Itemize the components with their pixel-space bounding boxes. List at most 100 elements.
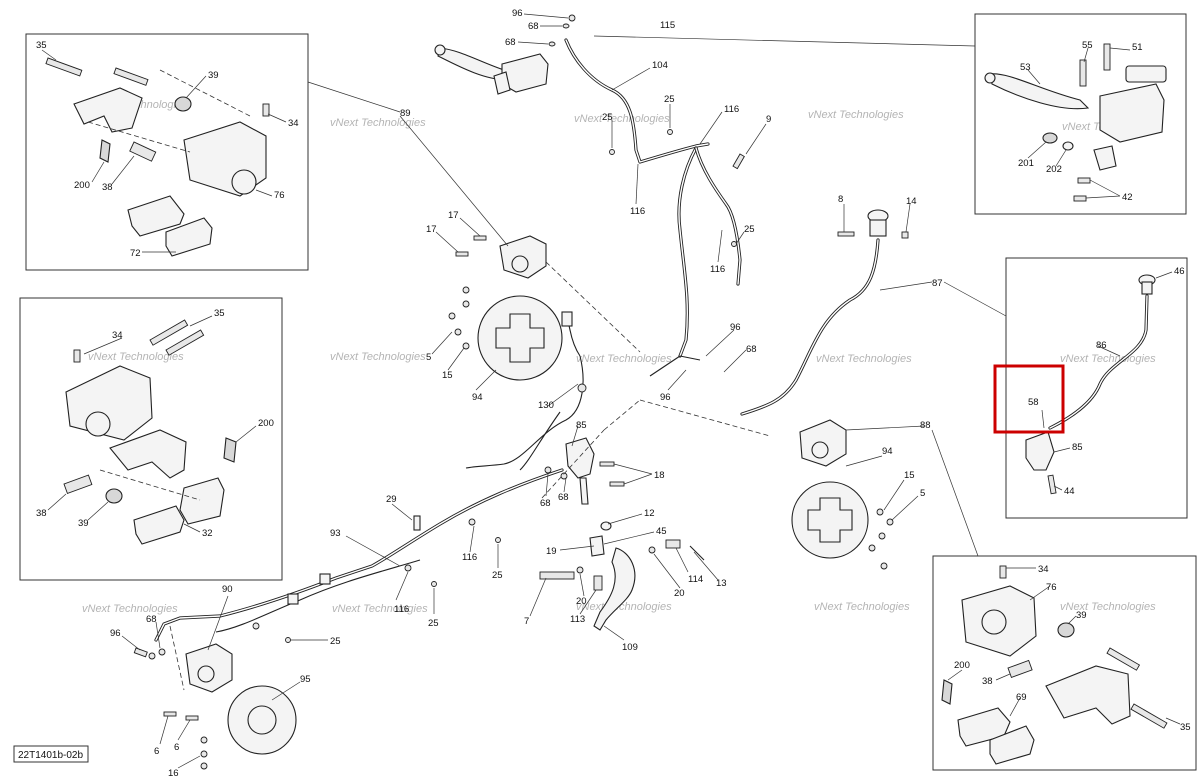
reservoir-cover [1125,65,1167,83]
boot [174,96,192,112]
leader [47,493,67,511]
callout-51: 51 [1132,42,1143,53]
callout-5: 5 [426,352,431,363]
leader [995,673,1011,681]
leader [1053,485,1063,491]
leader [183,523,201,533]
leader [891,495,919,521]
callout-200: 200 [258,418,274,429]
callout-115: 115 [660,20,675,31]
callout-46: 46 [1174,266,1185,277]
leader [1009,697,1021,717]
leader [391,503,413,521]
watermark-text: vNext Technologies [576,353,672,365]
leader [1089,179,1121,197]
assembly-line [99,469,201,501]
leader [177,755,201,769]
callout-25: 25 [428,618,439,629]
junction-line [649,355,681,377]
callout-8: 8 [838,194,843,205]
leader [667,369,687,391]
junction-line [679,355,701,361]
callout-88: 88 [920,420,931,431]
assembly-line [603,399,641,431]
assembly-line [87,121,191,153]
leader [735,231,745,245]
bolt [149,319,189,346]
leader [83,337,123,355]
callout-116: 116 [724,104,739,115]
leader [1027,141,1047,159]
speed-sensor-cable [519,411,561,471]
grommet [319,573,331,585]
washer [544,466,552,474]
leader [121,635,141,651]
bolt [113,67,149,86]
clip [495,537,501,543]
watermark-text: vNext Technologies [82,603,178,615]
callout-96: 96 [512,8,523,19]
leader [845,425,925,431]
leader [607,513,643,525]
leader [1041,409,1045,429]
spring [593,575,603,591]
slide-pin [63,474,93,494]
bolt [448,312,456,320]
callout-94: 94 [472,392,483,403]
piston [981,609,1007,635]
callout-95: 95 [300,674,311,685]
main-callouts: 96 68 68 115 104 25 25 116 9 116 25 116 … [110,8,943,778]
leader [1055,149,1067,167]
watermark-text: vNext Technologies [330,351,426,363]
watermark-text: vNext Technologies [330,117,426,129]
clip [901,231,909,239]
leader [155,621,161,649]
callout-72: 72 [130,248,141,259]
callout-25: 25 [602,112,613,123]
washer [548,41,556,47]
figure-code: 22T1401b-02b [18,750,83,761]
leader [1097,345,1121,357]
washer [576,566,584,574]
callout-85: 85 [576,420,587,431]
leader [603,625,625,641]
callout-114: 114 [688,574,703,585]
callout-34: 34 [112,330,123,341]
inset-front-left-caliper: 35 39 34 200 38 76 72 [36,40,299,259]
brake-pad [133,505,185,545]
lever-tip [434,44,446,56]
o-ring [1062,141,1074,151]
rear-reservoir-hose [740,238,880,416]
speed-sensor-cable [465,355,584,469]
callout-9: 9 [766,114,771,125]
main-front-right-caliper [791,419,894,570]
callout-7: 7 [524,616,529,627]
rear-brake-hose-inner [155,469,563,641]
highlight-box [993,364,1065,434]
leader [1109,47,1131,51]
watermark-text: vNext Technologies [1060,353,1156,365]
leader [1155,271,1173,279]
callout-34: 34 [1038,564,1049,575]
boot [105,488,123,504]
bolt [185,715,199,721]
main-rear-master [539,437,705,631]
leader [207,595,229,651]
callout-76: 76 [1046,582,1057,593]
callout-17: 17 [426,224,437,235]
watermark-text: vNext Technologies [576,601,672,613]
master-cylinder [1099,83,1165,143]
callout-15: 15 [904,470,915,481]
bolt [732,153,745,170]
bolt [1130,703,1168,729]
leader [675,547,689,573]
callout-200: 200 [954,660,970,671]
washer [648,546,656,554]
bolt [455,251,469,257]
washer [148,652,156,660]
leader [947,669,963,681]
callout-85: 85 [1072,442,1083,453]
leader [623,473,653,485]
callout-96: 96 [730,322,741,333]
piston [85,411,111,437]
